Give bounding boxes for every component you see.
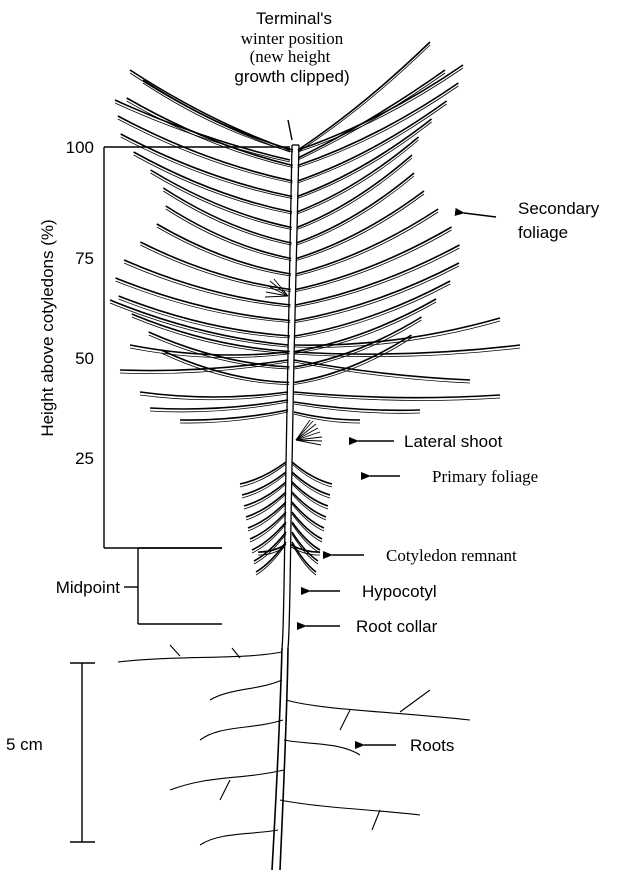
needle <box>295 317 422 367</box>
root <box>340 710 350 730</box>
root <box>200 830 278 845</box>
root <box>372 810 380 830</box>
terminal-label-line-1: Terminal's <box>256 9 332 28</box>
needle <box>298 83 459 166</box>
scale-bar: 5 cm <box>6 663 95 842</box>
needle <box>298 101 447 181</box>
needle <box>295 281 450 336</box>
needle <box>294 412 360 420</box>
terminal-label: Terminal's winter position (new height g… <box>234 9 349 86</box>
needle <box>140 392 288 397</box>
callout-hypocotyl: Hypocotyl <box>310 582 437 601</box>
root <box>286 700 470 720</box>
callout-root-collar: Root collar <box>306 617 438 636</box>
root <box>284 740 360 755</box>
needle <box>150 400 288 409</box>
needle <box>140 242 290 290</box>
terminal-label-line-3: (new height <box>250 47 331 66</box>
secondary-foliage-label-2: foliage <box>518 223 568 242</box>
hypocotyl-label: Hypocotyl <box>362 582 437 601</box>
tick-label-75: 75 <box>75 249 94 268</box>
cotyledon-remnant-label: Cotyledon remnant <box>386 546 517 565</box>
callout-primary-foliage: Primary foliage <box>370 467 538 486</box>
root <box>210 680 282 700</box>
scale-bar-label: 5 cm <box>6 735 43 754</box>
stem-right-edge <box>288 145 299 648</box>
root <box>220 780 230 800</box>
root <box>170 645 180 656</box>
needle <box>124 260 290 305</box>
lateral-shoot-tuft <box>296 420 322 445</box>
midpoint-label: Midpoint <box>56 578 121 597</box>
callout-lateral-shoot: Lateral shoot <box>358 432 503 451</box>
seedling-illustration <box>110 42 520 870</box>
midpoint-bracket: Midpoint <box>56 548 222 624</box>
tick-label-100: 100 <box>66 138 94 157</box>
callout-roots: Roots <box>364 736 454 755</box>
callout-secondary-foliage: Secondary foliage <box>464 199 600 242</box>
root <box>400 690 430 712</box>
terminal-pointer <box>288 120 292 140</box>
lateral-shoot-label: Lateral shoot <box>404 432 503 451</box>
needle <box>296 191 424 259</box>
root <box>280 800 420 815</box>
y-axis-label: Height above cotyledons (%) <box>38 219 57 436</box>
callout-cotyledon-remnant: Cotyledon remnant <box>332 546 517 565</box>
needle <box>157 224 291 274</box>
root <box>118 652 282 662</box>
root-system <box>118 645 470 870</box>
root <box>272 648 282 870</box>
tick-label-25: 25 <box>75 449 94 468</box>
terminal-label-line-2: winter position <box>241 29 344 48</box>
secondary-foliage-label-1: Secondary <box>518 199 600 218</box>
root-collar-label: Root collar <box>356 617 438 636</box>
primary-foliage-label: Primary foliage <box>432 467 538 486</box>
tick-label-50: 50 <box>75 349 94 368</box>
needle <box>294 402 420 410</box>
roots-label: Roots <box>410 736 454 755</box>
needle <box>292 462 332 484</box>
needle <box>166 206 291 259</box>
terminal-label-line-4: growth clipped) <box>234 67 349 86</box>
needle <box>240 462 286 484</box>
needle-foliage <box>110 42 520 575</box>
needle <box>294 335 411 383</box>
root <box>200 720 283 740</box>
